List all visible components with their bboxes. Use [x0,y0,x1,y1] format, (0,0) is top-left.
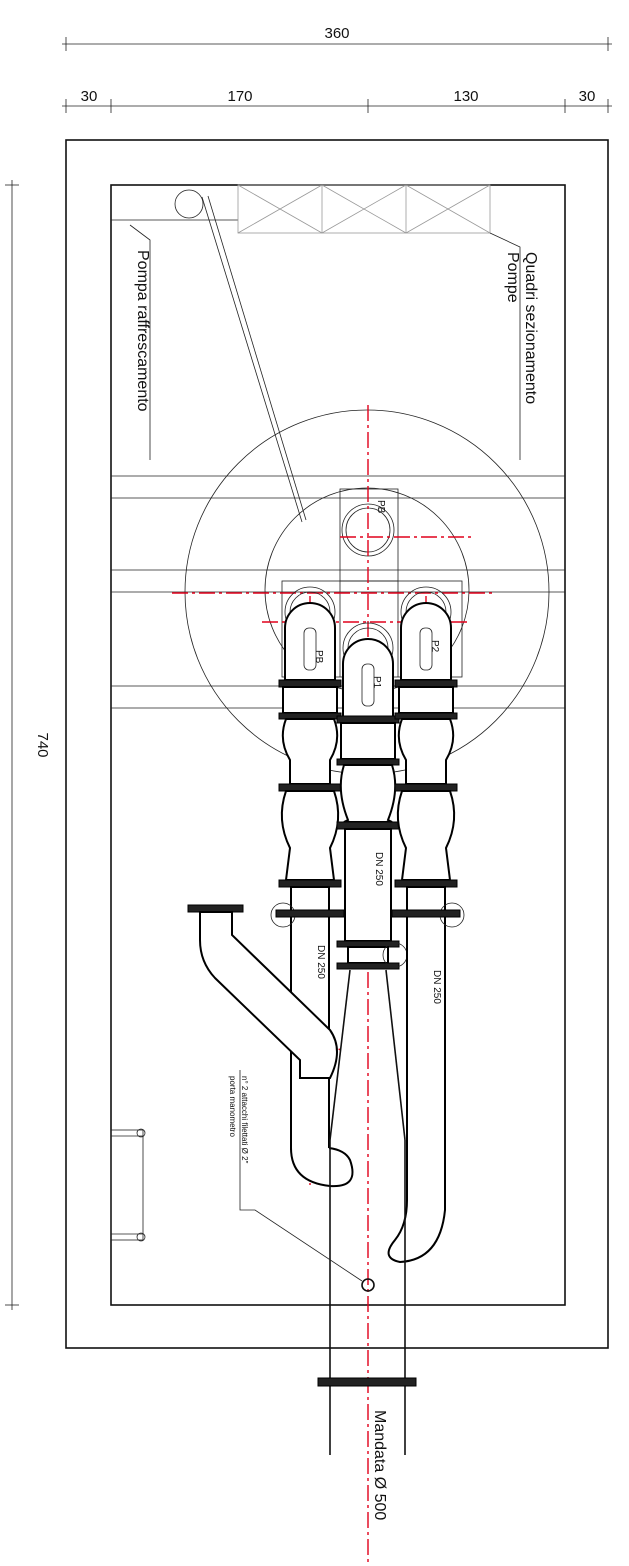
label-pump-p1: P1 [371,676,382,689]
cooling-pump-symbol [174,189,204,219]
dimension-top-segments: 30 170 130 30 [62,88,612,113]
label-pipe-left: DN 250 [315,945,326,979]
dimension-left-height: 740 [5,180,51,1310]
label-gauge-line2: porta manometro [228,1076,237,1137]
pipe-branch [187,904,338,1079]
label-pump-p2: P2 [429,640,440,653]
label-pipe-center: DN 250 [373,852,384,886]
label-pump-pb-top: PB [375,500,386,514]
outer-wall [65,139,609,1349]
dimension-top-overall: 360 [62,25,612,51]
label-cooling-pump: Pompa raffrescamento [134,250,151,412]
label-pump-pb-left: PB [313,650,324,664]
label-delivery: Mandata Ø 500 [371,1410,388,1520]
main-delivery-pipe [317,1140,417,1455]
pipe-right [387,679,465,1264]
pump-left-top [284,586,336,681]
dimension-right-section: 130 [453,88,478,105]
pump-center-top [342,622,394,721]
pump-right-top [400,586,452,681]
dimension-left-margin: 30 [81,88,98,105]
panel-boxes [237,184,491,234]
label-panel-line1: Quadri sezionamento [522,252,539,404]
label-gauge-line1: n° 2 attacchi filettati Ø 2" [240,1076,249,1164]
label-pipe-right: DN 250 [431,970,442,1004]
dimension-left-section: 170 [227,88,252,105]
pipe-center [329,715,408,1141]
dimension-height: 740 [34,732,51,757]
label-panel-line2: Pompe [504,252,521,303]
gauge-connection [361,1278,375,1292]
dimension-right-margin: 30 [579,88,596,105]
dimension-overall-width: 360 [324,25,349,42]
inner-wall [110,184,566,1306]
ladder [110,1128,146,1242]
slab-lines [111,475,565,709]
